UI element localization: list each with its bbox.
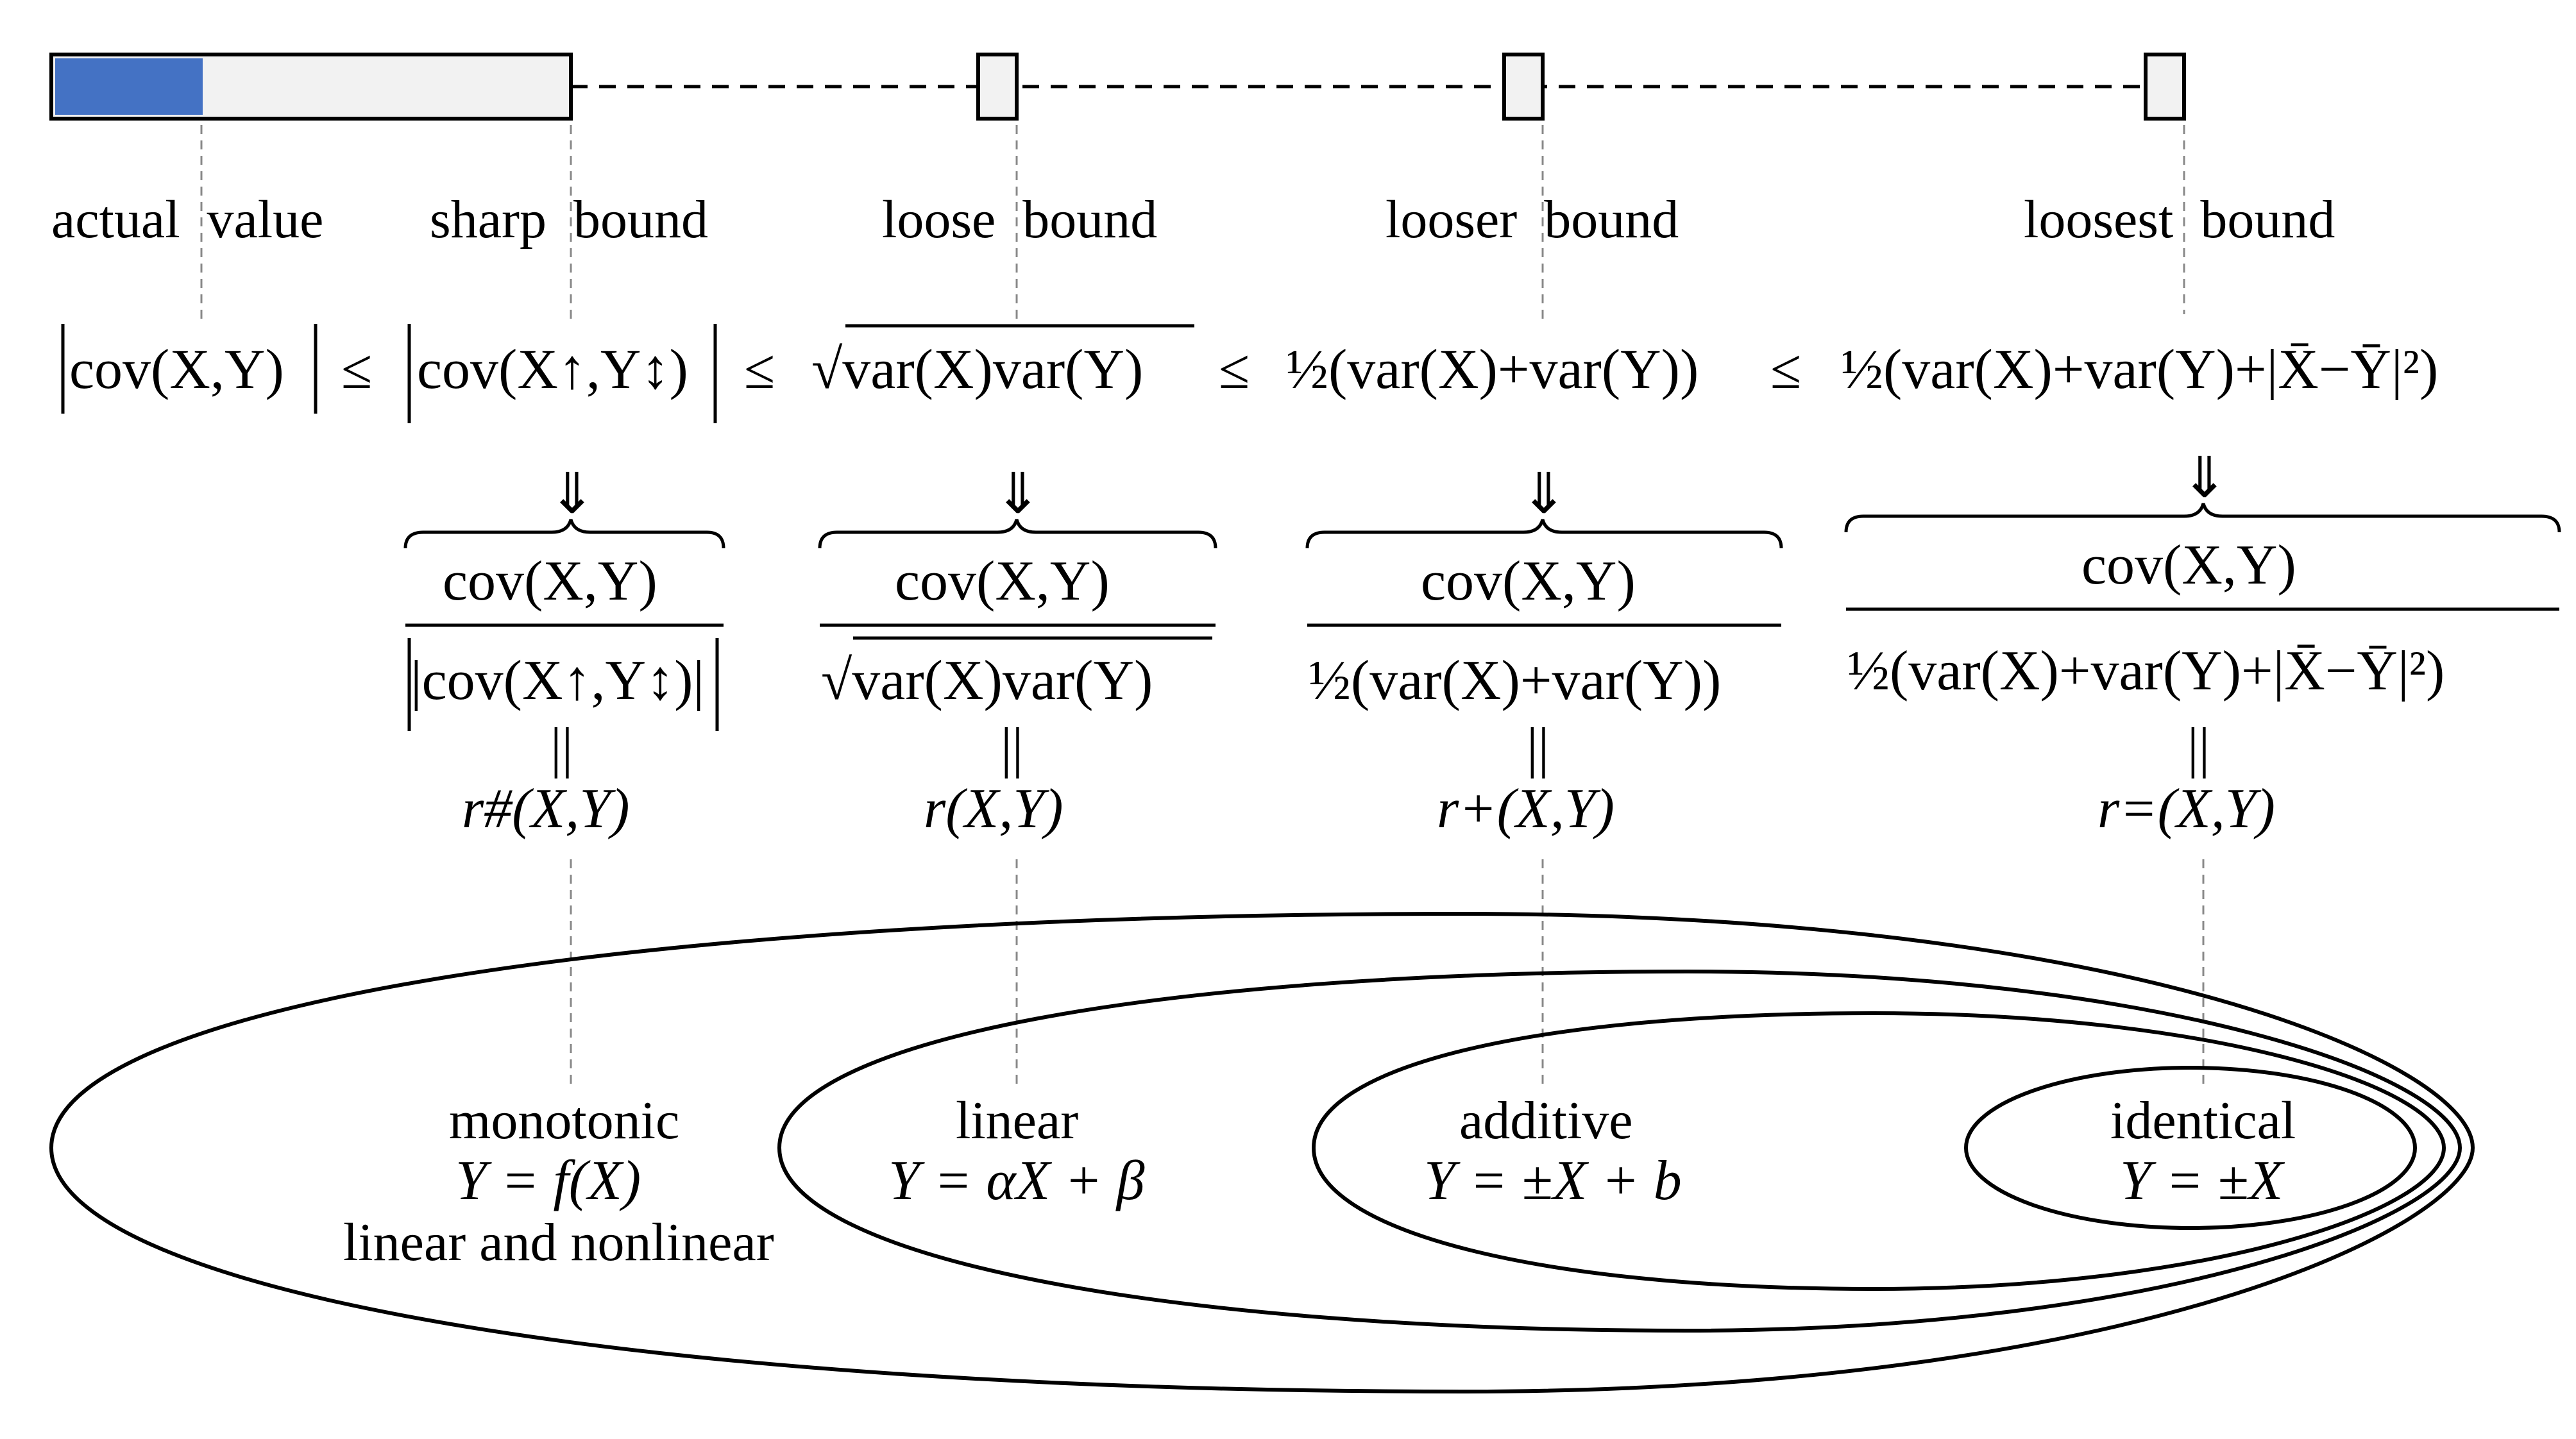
ratio-2-denominator: √var(X)var(Y) bbox=[821, 650, 1153, 712]
sharp-bound-term: cov(X↑,Y↕) bbox=[417, 339, 688, 401]
label-looser-bound: looser bound bbox=[1385, 190, 1679, 249]
ratio-3-denominator: ½(var(X)+var(Y)) bbox=[1309, 650, 1721, 712]
set-linear-name: linear bbox=[956, 1091, 1078, 1150]
ellipse-monotonic bbox=[49, 911, 2475, 1394]
implies-arrows: ⇓ ⇓ ⇓ ⇓ bbox=[548, 448, 2228, 526]
ratio-2-numerator: cov(X,Y) bbox=[895, 550, 1110, 612]
actual-value-fill bbox=[55, 58, 203, 115]
loosest-bound-term: ½(var(X)+var(Y)+|X̄−Ȳ|²) bbox=[1841, 339, 2438, 401]
implies-arrow-2: ⇓ bbox=[994, 464, 1042, 526]
leq-1: ≤ bbox=[341, 339, 372, 401]
loose-bound-marker bbox=[976, 53, 1019, 121]
loosest-bound-marker bbox=[2144, 53, 2186, 121]
loose-bound-term: √var(X)var(Y) bbox=[811, 339, 1143, 401]
ratio-additive: cov(X,Y) ½(var(X)+var(Y)) || r+(X,Y) bbox=[1307, 550, 1781, 840]
brace-2 bbox=[818, 519, 1217, 549]
implies-arrow-4: ⇓ bbox=[2181, 448, 2228, 510]
ratio-1-equals: || bbox=[550, 717, 573, 779]
ellipse-additive bbox=[1311, 1011, 2446, 1292]
ratio-4-denominator: ½(var(X)+var(Y)+|X̄−Ȳ|²) bbox=[1847, 640, 2445, 702]
set-monotonic-note: linear and nonlinear bbox=[343, 1213, 774, 1272]
set-identical-formula: Y = ±X bbox=[2120, 1150, 2285, 1212]
label-loose-bound: loose bound bbox=[882, 190, 1157, 249]
ratio-identical: cov(X,Y) ½(var(X)+var(Y)+|X̄−Ȳ|²) || r=(… bbox=[1846, 534, 2559, 840]
relationship-sets bbox=[49, 911, 2475, 1394]
ratio-4-equals: || bbox=[2187, 717, 2210, 779]
ratio-4-numerator: cov(X,Y) bbox=[2081, 534, 2296, 596]
ratio-4-symbol: r=(X,Y) bbox=[2097, 778, 2275, 840]
ratio-2-equals: || bbox=[1001, 717, 1023, 779]
ratio-1-symbol: r#(X,Y) bbox=[462, 778, 630, 840]
ratio-2-symbol: r(X,Y) bbox=[924, 778, 1063, 840]
implies-arrow-3: ⇓ bbox=[1520, 464, 1568, 526]
ellipse-identical bbox=[1964, 1066, 2417, 1230]
set-additive-name: additive bbox=[1459, 1091, 1633, 1150]
ratio-1-denominator: |cov(X↑,Y↕)| bbox=[411, 650, 704, 712]
cov-xy-term: cov(X,Y) bbox=[69, 339, 284, 401]
brace-1 bbox=[403, 519, 725, 549]
bounds-bar bbox=[49, 53, 2186, 121]
implies-arrow-1: ⇓ bbox=[548, 464, 596, 526]
ratio-3-equals: || bbox=[1527, 717, 1549, 779]
guide-lines bbox=[200, 125, 2205, 1090]
ratio-pearson: cov(X,Y) √var(X)var(Y) || r(X,Y) bbox=[820, 550, 1216, 840]
looser-bound-marker bbox=[1502, 53, 1545, 121]
ratio-3-symbol: r+(X,Y) bbox=[1437, 778, 1614, 840]
leq-3: ≤ bbox=[1219, 339, 1250, 401]
set-monotonic-name: monotonic bbox=[449, 1091, 679, 1150]
label-loosest-bound: loosest bound bbox=[2024, 190, 2335, 249]
set-identical-name: identical bbox=[2110, 1091, 2296, 1150]
relationship-labels: monotonic Y = f(X) linear and nonlinear … bbox=[343, 1091, 2296, 1272]
inequality-chain: cov(X,Y) ≤ cov(X↑,Y↕) ≤ √var(X)var(Y) ≤ … bbox=[61, 324, 2438, 423]
set-monotonic-formula: Y = f(X) bbox=[455, 1150, 641, 1212]
set-linear-formula: Y = αX + β bbox=[888, 1150, 1145, 1212]
ratio-3-numerator: cov(X,Y) bbox=[1421, 550, 1636, 612]
label-actual-value: actual value bbox=[51, 190, 323, 249]
brace-4 bbox=[1844, 503, 2561, 533]
ratio-sharp: cov(X,Y) |cov(X↑,Y↕)| || r#(X,Y) bbox=[405, 550, 724, 840]
leq-2: ≤ bbox=[744, 339, 775, 401]
label-sharp-bound: sharp bound bbox=[430, 190, 708, 249]
ellipse-linear bbox=[777, 969, 2462, 1333]
bound-labels: actual value sharp bound loose bound loo… bbox=[51, 190, 2335, 249]
curly-braces bbox=[403, 503, 2561, 549]
leq-4: ≤ bbox=[1770, 339, 1801, 401]
looser-bound-term: ½(var(X)+var(Y)) bbox=[1286, 339, 1699, 401]
ratio-1-numerator: cov(X,Y) bbox=[443, 550, 657, 612]
set-additive-formula: Y = ±X + b bbox=[1424, 1150, 1682, 1212]
brace-3 bbox=[1305, 519, 1783, 549]
